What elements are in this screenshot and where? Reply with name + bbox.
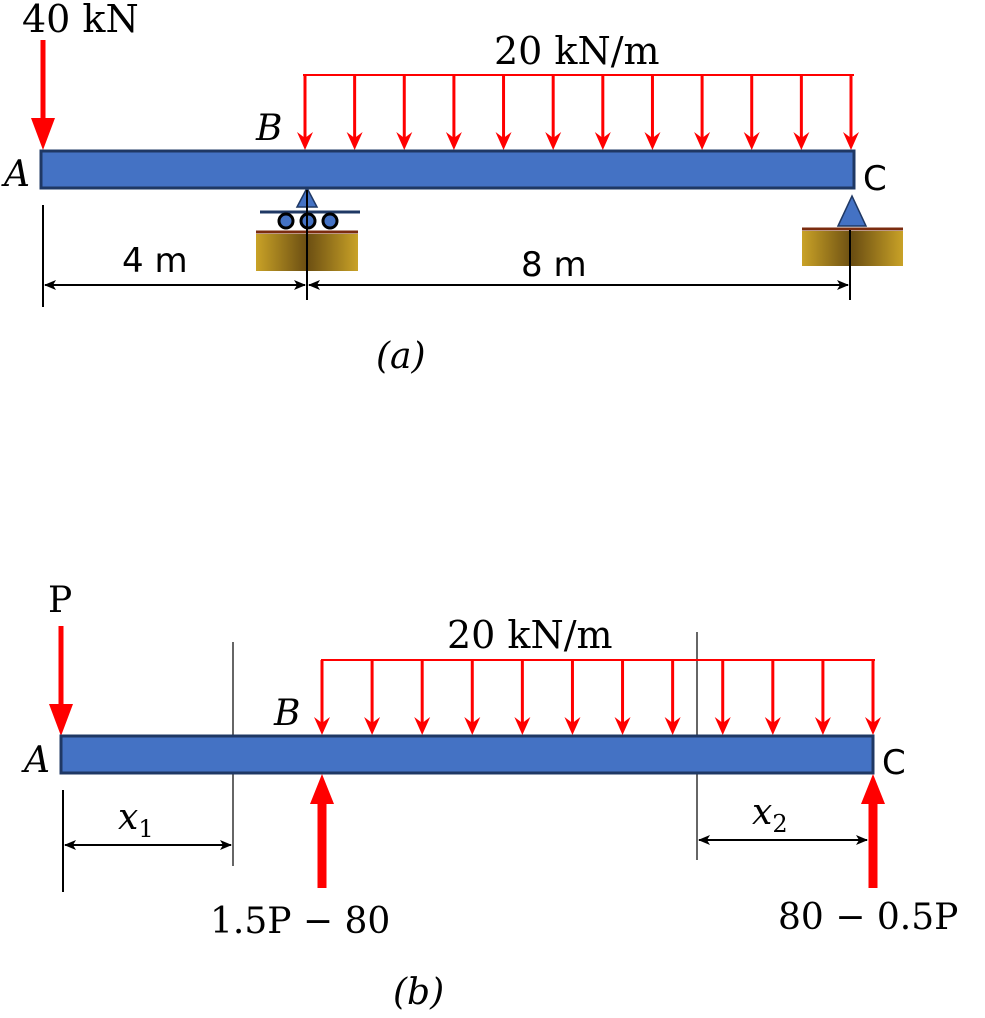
distributed-load	[297, 74, 859, 150]
point-load-arrow	[31, 40, 55, 150]
load-arrow	[664, 660, 681, 735]
label-c: C	[863, 159, 887, 199]
load-arrow	[297, 75, 313, 150]
figure-a: 40 kN 20 kN/m A B C	[1, 0, 903, 377]
load-arrow	[564, 660, 581, 735]
caption-b: (b)	[393, 972, 444, 1013]
load-arrow	[743, 75, 760, 150]
label-b: B	[255, 108, 282, 149]
load-arrow	[694, 75, 711, 150]
dimension-lines	[42, 190, 851, 307]
reaction-b-label: 1.5P − 80	[210, 901, 390, 942]
dimension-x2-label: x2	[752, 792, 788, 838]
load-arrow	[464, 660, 481, 735]
load-arrow	[614, 660, 631, 735]
label-b: B	[273, 693, 300, 734]
load-arrow	[644, 75, 661, 150]
point-load-label: 40 kN	[22, 0, 139, 41]
figure-b: P 20 kN/m A B C 1.5P − 80 80 − 0.5P	[21, 580, 958, 1013]
load-arrow	[364, 660, 381, 735]
beam	[39, 149, 856, 190]
caption-a: (a)	[376, 336, 426, 377]
load-arrow	[793, 75, 810, 150]
load-arrow	[714, 660, 731, 735]
load-arrow	[495, 75, 512, 150]
load-arrow	[396, 75, 413, 150]
load-arrow	[865, 660, 881, 735]
dimension-x1-label: x1	[118, 797, 154, 843]
reaction-arrow-b	[310, 774, 334, 888]
label-c: C	[882, 743, 906, 783]
load-arrow	[314, 660, 330, 735]
point-load-label: P	[48, 580, 72, 621]
pin-support	[802, 194, 903, 266]
reaction-arrow-c	[861, 774, 885, 888]
load-arrow	[594, 75, 611, 150]
label-a: A	[1, 154, 30, 195]
load-arrow	[445, 75, 462, 150]
load-arrow	[843, 75, 859, 150]
distributed-load	[314, 659, 881, 735]
distributed-load-label: 20 kN/m	[494, 29, 660, 73]
label-a: A	[21, 740, 50, 781]
beam	[59, 734, 875, 775]
load-arrow	[414, 660, 431, 735]
dimension-x1	[62, 790, 232, 892]
reaction-c-label: 80 − 0.5P	[778, 897, 958, 938]
dimension-ab-label: 4 m	[122, 241, 188, 281]
load-arrow	[346, 75, 363, 150]
point-load-arrow	[49, 626, 73, 736]
dimension-bc-label: 8 m	[521, 245, 587, 285]
load-arrow	[514, 660, 531, 735]
load-arrow	[814, 660, 831, 735]
load-arrow	[545, 75, 562, 150]
load-arrow	[764, 660, 781, 735]
distributed-load-label: 20 kN/m	[447, 613, 613, 657]
